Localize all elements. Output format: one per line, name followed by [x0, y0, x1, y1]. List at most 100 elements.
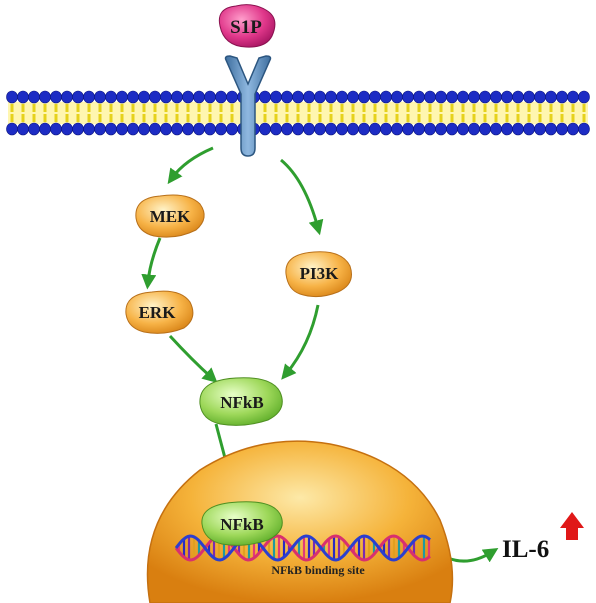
- red-up-arrow-icon: [560, 512, 584, 540]
- phospholipid-head: [281, 122, 293, 136]
- lipid-tail: [549, 104, 553, 112]
- phospholipid-head: [193, 122, 205, 136]
- lipid-tail: [329, 104, 333, 112]
- phospholipid-head: [435, 122, 447, 136]
- lipid-tail: [318, 104, 322, 112]
- dna-binding-site-label: NFkB binding site: [271, 563, 365, 577]
- lipid-tail: [208, 114, 212, 122]
- arrow-pi3k-to-nfkb: [281, 304, 320, 380]
- lipid-tail: [120, 114, 124, 122]
- phospholipid-head: [556, 122, 568, 136]
- phospholipid-head: [413, 122, 425, 136]
- lipid-tail: [175, 114, 179, 122]
- lipid-tail: [21, 104, 25, 112]
- phospholipid-head: [578, 90, 590, 104]
- nfkb-cytoplasm-label: NFkB: [220, 393, 263, 412]
- phospholipid-head: [545, 122, 557, 136]
- phospholipid-head: [83, 90, 95, 104]
- lipid-tail: [483, 104, 487, 112]
- lipid-tail: [21, 114, 25, 122]
- lipid-tail: [164, 114, 168, 122]
- lipid-tail: [109, 104, 113, 112]
- phospholipid-head: [28, 90, 40, 104]
- lipid-tail: [417, 114, 421, 122]
- lipid-tail: [109, 114, 113, 122]
- phospholipid-head: [6, 90, 18, 104]
- lipid-tail: [472, 114, 476, 122]
- lipid-tail: [362, 104, 366, 112]
- lipid-tail: [351, 114, 355, 122]
- lipid-tail: [450, 114, 454, 122]
- phospholipid-head: [215, 90, 227, 104]
- lipid-tail: [285, 104, 289, 112]
- erk-node: ERK: [125, 290, 194, 334]
- lipid-tail: [362, 114, 366, 122]
- phospholipid-head: [149, 90, 161, 104]
- lipid-tail: [318, 114, 322, 122]
- lipid-tail: [263, 114, 267, 122]
- lipid-tail: [340, 104, 344, 112]
- phospholipid-head: [556, 90, 568, 104]
- lipid-tail: [131, 114, 135, 122]
- phospholipid-head: [336, 90, 348, 104]
- phospholipid-head: [523, 122, 535, 136]
- lipid-tail: [461, 114, 465, 122]
- phospholipid-head: [270, 122, 282, 136]
- lipid-tail: [406, 104, 410, 112]
- phospholipid-head: [171, 122, 183, 136]
- lipid-tail: [208, 104, 212, 112]
- lipid-tail: [230, 104, 234, 112]
- phospholipid-head: [281, 90, 293, 104]
- phospholipid-head: [402, 90, 414, 104]
- phospholipid-head: [325, 90, 337, 104]
- phospholipid-head: [369, 122, 381, 136]
- nfkb-cytoplasm-node: NFkB: [199, 377, 283, 426]
- lipid-tail: [538, 114, 542, 122]
- lipid-tail: [395, 114, 399, 122]
- phospholipid-head: [28, 122, 40, 136]
- phospholipid-head: [446, 90, 458, 104]
- lipid-tail: [274, 114, 278, 122]
- lipid-tail: [582, 114, 586, 122]
- phospholipid-head: [303, 90, 315, 104]
- lipid-tail: [54, 104, 58, 112]
- phospholipid-head: [39, 90, 51, 104]
- lipid-tail: [505, 114, 509, 122]
- phospholipid-head: [50, 122, 62, 136]
- phospholipid-head: [50, 90, 62, 104]
- lipid-tail: [582, 104, 586, 112]
- lipid-tail: [296, 104, 300, 112]
- phospholipid-head: [105, 90, 117, 104]
- phospholipid-head: [314, 90, 326, 104]
- lipid-tail: [87, 114, 91, 122]
- lipid-tail: [296, 114, 300, 122]
- phospholipid-head: [138, 90, 150, 104]
- lipid-tail: [186, 114, 190, 122]
- lipid-tail: [120, 104, 124, 112]
- lipid-tail: [307, 114, 311, 122]
- phospholipid-head: [490, 90, 502, 104]
- lipid-tail: [527, 114, 531, 122]
- lipid-tail: [164, 104, 168, 112]
- phospholipid-head: [182, 122, 194, 136]
- phospholipid-head: [204, 122, 216, 136]
- phospholipid-head: [72, 122, 84, 136]
- phospholipid-head: [160, 122, 172, 136]
- phospholipid-head: [215, 122, 227, 136]
- lipid-tail: [351, 104, 355, 112]
- lipid-tail: [153, 104, 157, 112]
- lipid-tail: [450, 104, 454, 112]
- phospholipid-head: [347, 90, 359, 104]
- phospholipid-head: [501, 122, 513, 136]
- lipid-tail: [373, 114, 377, 122]
- lipid-tail: [417, 104, 421, 112]
- phospholipid-head: [6, 122, 18, 136]
- phospholipid-head: [292, 122, 304, 136]
- lipid-tail: [43, 104, 47, 112]
- phospholipid-head: [523, 90, 535, 104]
- arrow-receptor-to-pi3k: [280, 158, 324, 236]
- phospholipid-head: [391, 122, 403, 136]
- phospholipid-head: [303, 122, 315, 136]
- lipid-tail: [10, 104, 14, 112]
